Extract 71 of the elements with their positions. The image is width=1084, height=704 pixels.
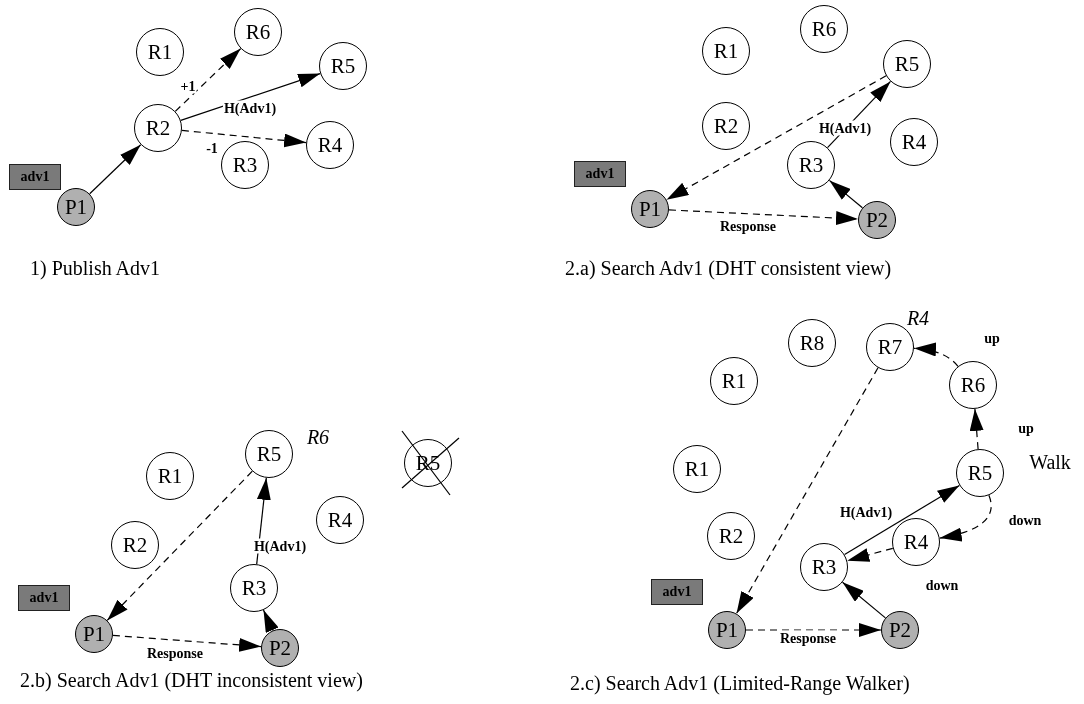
ring-node: R3 [800, 543, 848, 591]
arrow [89, 144, 142, 195]
ring-node: R2 [111, 521, 159, 569]
ring-node: R1 [136, 28, 184, 76]
ring-node: R6 [234, 8, 282, 56]
ring-node: R6 [800, 5, 848, 53]
arrow [735, 367, 879, 615]
arrow [846, 547, 894, 562]
annotation-text: Walk [1029, 450, 1071, 474]
ring-node: R4 [316, 496, 364, 544]
ring-node: R1 [673, 445, 721, 493]
ring-node: R1 [710, 357, 758, 405]
peer-node: P2 [881, 611, 919, 649]
arrow [665, 75, 887, 201]
arrow [828, 179, 863, 209]
node-annotation: R6 [306, 425, 330, 449]
edge-label: H(Adv1) [222, 100, 278, 116]
edge-label: down [924, 577, 960, 593]
edge-label: down [1007, 512, 1043, 528]
edge-label: +1 [179, 78, 197, 94]
panel-caption: 1) Publish Adv1 [30, 256, 161, 280]
arrow [844, 484, 960, 556]
edge-label: Response [146, 645, 204, 661]
arrow [668, 209, 859, 225]
arrow [174, 48, 242, 112]
peer-node: P1 [57, 188, 95, 226]
ring-node: R1 [702, 27, 750, 75]
ring-node: R4 [306, 121, 354, 169]
arrow [180, 73, 321, 121]
ring-node: R5 [245, 430, 293, 478]
ring-node: R5 [883, 40, 931, 88]
panel-caption: 2.b) Search Adv1 (DHT inconsistent view) [20, 668, 363, 692]
arrow [112, 634, 262, 652]
arrow [745, 623, 882, 637]
edge-label: -1 [205, 140, 219, 156]
ring-node: R4 [892, 518, 940, 566]
arrow [939, 494, 992, 541]
peer-node: P1 [631, 190, 669, 228]
tag-box: adv1 [651, 579, 703, 605]
arrow [106, 470, 253, 621]
peer-node: P2 [858, 201, 896, 239]
peer-node: P1 [708, 611, 746, 649]
peer-node: P2 [261, 629, 299, 667]
tag-box: adv1 [9, 164, 61, 190]
ring-node: R6 [949, 361, 997, 409]
tag-box: adv1 [574, 161, 626, 187]
edge-label: Response [719, 218, 777, 234]
edge-label: Response [779, 630, 837, 646]
ring-node: R4 [890, 118, 938, 166]
panel-caption: 2.a) Search Adv1 (DHT consistent view) [565, 256, 892, 280]
ring-node: R3 [787, 141, 835, 189]
ring-node: R8 [788, 319, 836, 367]
edge-label: H(Adv1) [838, 504, 894, 520]
ring-node: R3 [230, 564, 278, 612]
ring-node: R5 [319, 42, 367, 90]
ring-node: R1 [146, 452, 194, 500]
arrow [841, 581, 886, 619]
edge-label: H(Adv1) [252, 538, 308, 554]
peer-node: P1 [75, 615, 113, 653]
arrow [969, 408, 984, 450]
edge-label: H(Adv1) [817, 120, 873, 136]
tag-box: adv1 [18, 585, 70, 611]
arrow [262, 609, 279, 633]
arrow [913, 343, 959, 367]
panel-caption: 2.c) Search Adv1 (Limited-Range Walker) [570, 671, 910, 695]
arrow [181, 129, 307, 148]
ring-node: R2 [134, 104, 182, 152]
ring-node: R5 [956, 449, 1004, 497]
ring-node: R2 [707, 512, 755, 560]
ring-node: R2 [702, 102, 750, 150]
ring-node: R3 [221, 141, 269, 189]
